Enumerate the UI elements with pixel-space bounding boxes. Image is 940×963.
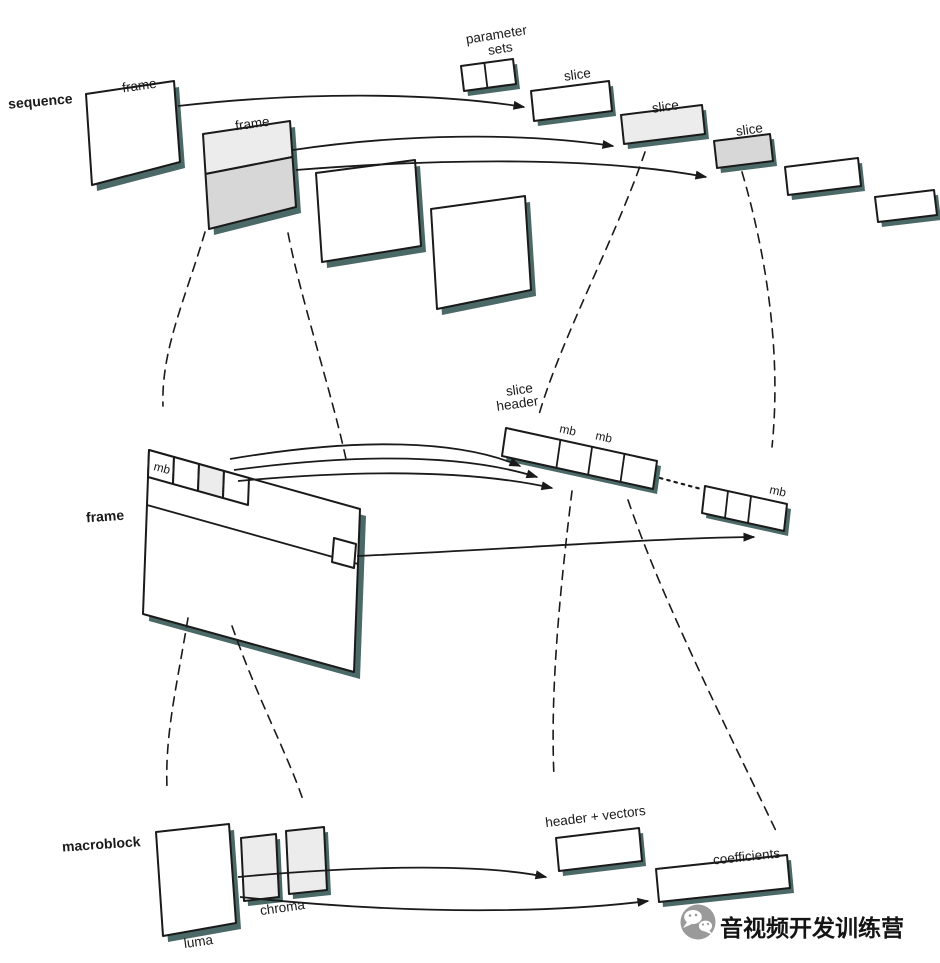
dashed-frame2-left-to-frame-level <box>162 231 206 407</box>
arrow-frame2-to-slice2 <box>292 135 615 151</box>
coefficients-label: coefficients <box>712 846 781 868</box>
luma-label: luma <box>183 932 215 951</box>
slice-bar-2 <box>620 104 709 149</box>
frame-3-shape <box>315 159 422 263</box>
wechat-bubble-eye-1 <box>688 914 692 917</box>
macroblock-level: macroblock luma chroma header + vectors … <box>61 803 794 951</box>
slice-header-label-line2: header <box>496 393 540 414</box>
dotted-continuation <box>658 476 703 491</box>
macroblock-label: macroblock <box>61 833 141 854</box>
slice-bar-3 <box>713 133 777 173</box>
wechat-bubble-eye-3 <box>701 923 705 926</box>
slice-bar-5 <box>874 189 940 227</box>
arrow-frame2-to-slice3 <box>295 160 708 180</box>
chroma-label: chroma <box>259 897 306 918</box>
slice-1-label: slice <box>563 65 592 84</box>
wechat-bubble-eye-4 <box>706 922 710 926</box>
frame-detail-shape <box>142 449 361 673</box>
slice-5-shape <box>874 189 938 223</box>
slice-header-shape <box>501 427 658 490</box>
frame-1 <box>85 80 185 191</box>
wechat-bubble-small <box>698 920 713 932</box>
slice-header-divider-2 <box>587 446 593 475</box>
arrow-lastcell-to-mb-bar <box>356 532 756 557</box>
dashed-sliceheader-to-coefficients <box>627 499 778 834</box>
frame-4-shape <box>430 195 532 310</box>
mb-cell-3-shaded <box>197 463 225 499</box>
chroma-2-shape <box>285 826 328 895</box>
chroma-1-shape <box>240 833 280 902</box>
parameter-sets-label-line2: sets <box>487 39 514 58</box>
frame-level: frame mb slice header mb mb mb <box>85 380 791 834</box>
mb-3-label: mb <box>768 483 788 500</box>
header-vectors-label: header + vectors <box>544 803 646 830</box>
coefficients-bar <box>655 854 794 907</box>
arrow-mb-to-coefficients <box>239 896 650 912</box>
slice-header-divider-3 <box>619 453 626 483</box>
dashed-slice2-to-slice-header <box>537 151 646 419</box>
frame-detail-label: frame <box>85 507 124 526</box>
watermark-text: 音视频开发训练营 <box>720 915 904 941</box>
arrow-frame1-to-slice1 <box>177 94 526 110</box>
mb-cell-2 <box>172 456 200 492</box>
mb-bar-shape <box>701 485 788 532</box>
slice-2-shape <box>620 104 706 145</box>
luma-block <box>155 823 241 942</box>
arrow-mb-to-slice-3 <box>237 472 554 491</box>
slice-header-label-line1: slice <box>505 380 534 399</box>
mb-2-label: mb <box>594 429 614 446</box>
arrow-mb-to-header <box>237 866 548 880</box>
header-vectors-shape <box>555 827 643 872</box>
slice-4-shape <box>784 157 862 196</box>
wechat-icon <box>680 904 716 940</box>
dashed-sliceheader-to-header <box>552 490 573 778</box>
mb-cell-4 <box>222 470 250 506</box>
dashed-frame2-right-to-frame-level <box>287 232 347 460</box>
wechat-bubble-small-tail <box>704 930 713 935</box>
mb-1-label: mb <box>558 422 578 439</box>
frame-2-label: frame <box>234 114 270 134</box>
parameter-sets-divider <box>483 62 489 89</box>
dashed-slice3-to-mb-bar <box>741 171 776 448</box>
mb-bar-divider-1 <box>724 490 729 519</box>
frame-2 <box>202 120 301 235</box>
sequence-label: sequence <box>7 90 73 112</box>
last-mb-cell <box>331 537 357 569</box>
coefficients-shape <box>655 854 791 903</box>
dashed-frame-left-to-macroblock <box>165 617 189 789</box>
wechat-bubble-eye-2 <box>694 913 698 917</box>
slice-2-label: slice <box>651 97 680 116</box>
frame-detail <box>142 449 366 679</box>
frame-1-label: frame <box>121 76 157 96</box>
frame-3 <box>315 159 426 268</box>
slice-3-label: slice <box>735 120 764 139</box>
mb-cell-label: mb <box>152 459 172 477</box>
frame-1-shape <box>85 80 181 186</box>
slice-bar-1 <box>530 80 616 126</box>
slice-header-bar <box>501 427 661 494</box>
dashed-frame-right-to-macroblock <box>231 625 304 801</box>
header-vectors-bar <box>555 827 646 876</box>
slice-header-divider-1 <box>555 439 562 469</box>
parameter-sets-box <box>460 58 520 96</box>
frame-2-bottom-band <box>204 156 297 230</box>
slice-3-shape <box>713 133 774 169</box>
mb-bar-divider-2 <box>747 496 752 524</box>
watermark: 音视频开发训练营 <box>680 904 904 941</box>
wechat-bubble-large <box>684 910 702 924</box>
wechat-bubble-large-tail <box>683 922 692 928</box>
mb-bar-right <box>701 485 791 536</box>
slice-bar-4 <box>784 157 865 200</box>
chroma-block-1 <box>240 833 283 906</box>
arrow-mb-to-slice-1 <box>229 443 522 467</box>
slice-1-shape <box>530 80 613 122</box>
frame-4 <box>430 195 536 315</box>
luma-shape <box>155 823 237 937</box>
chroma-block-2 <box>285 826 331 899</box>
arrow-mb-to-slice-2 <box>233 457 539 479</box>
slice-boundary-line <box>146 504 359 565</box>
sequence-level: sequence frame frame parameter sets slic… <box>7 22 940 460</box>
parameter-sets-shape <box>460 58 517 92</box>
